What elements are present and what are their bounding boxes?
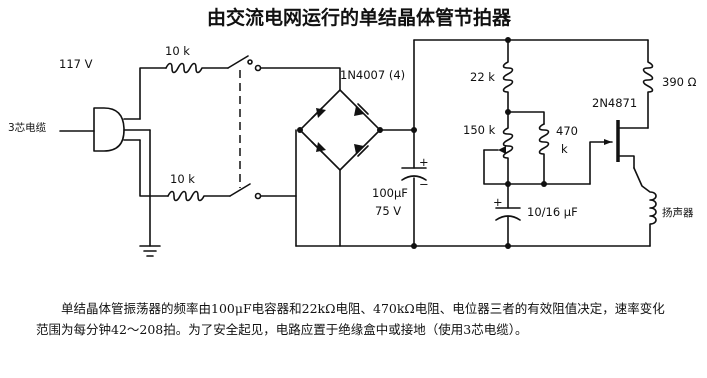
cap1-value-label: 100μF [372,186,408,200]
pot-150k-label: 150 k [463,123,496,137]
resistor-470k [538,123,550,185]
cap1-voltage-label: 75 V [375,204,401,218]
resistor-22k [502,39,514,113]
plug-icon [59,107,151,152]
cable-label: 3芯电缆 [8,121,47,134]
page-title: 由交流电网运行的单结晶体管节拍器 [207,6,512,29]
resistor-390 [642,39,654,129]
caption-text: 单结晶体管振荡器的频率由100μF电容器和22kΩ电阻、470kΩ电阻、电位器三… [36,301,665,337]
resistor-470k-label-b: k [561,142,568,156]
diode-label: 1N4007 (4) [340,68,405,82]
speaker-coil [633,167,657,247]
wire-470k-top [507,111,545,125]
capacitor-100uf [401,167,427,181]
resistor-10k-top [165,62,229,74]
ujt-label: 2N4871 [592,96,637,110]
dc-bus-wires [295,39,651,249]
resistor-10k-bottom [167,190,231,202]
resistor-22k-label: 22 k [470,70,495,84]
resistor-390-label: 390 Ω [662,75,697,89]
bridge-input-wires [260,67,341,247]
pot-wiper-arrow [498,146,506,154]
cap1-plus: + [419,155,429,169]
ujt-2n4871 [616,120,649,169]
cap2-plus: + [493,195,503,209]
capacitor-10uf [495,183,521,249]
mains-wires [139,67,169,247]
speaker-label: 扬声器 [662,206,694,219]
cap2-label: 10/16 μF [527,205,578,219]
resistor-470k-label-a: 470 [556,124,578,138]
power-switch [227,55,262,200]
wire-emitter [589,141,613,185]
resistor-10k-bottom-label: 10 k [170,172,195,186]
voltage-label: 117 V [59,57,93,71]
caption: 单结晶体管振荡器的频率由100μF电容器和22kΩ电阻、470kΩ电阻、电位器三… [36,298,676,340]
ground-icon [139,245,161,257]
cap1-minus: − [419,177,429,191]
bridge-rectifier [297,89,383,171]
resistor-10k-top-label: 10 k [165,44,190,58]
